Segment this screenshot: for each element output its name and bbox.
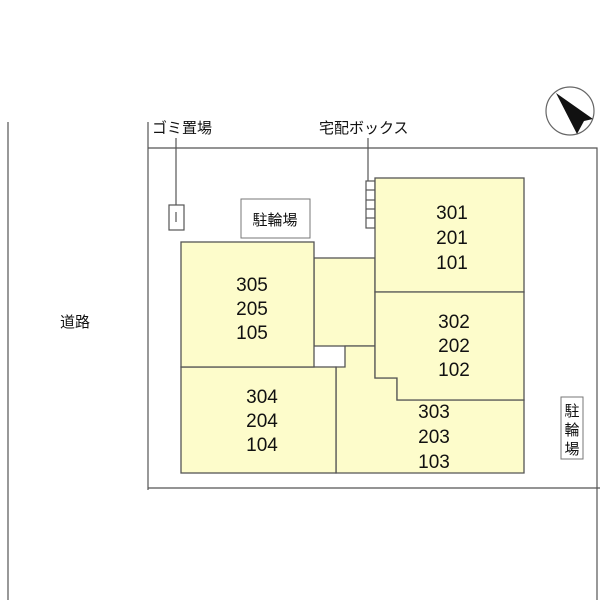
bicycle-parking-top-label: 駐輪場 <box>252 211 297 229</box>
unit-number: 305 <box>236 275 268 296</box>
unit-number: 304 <box>246 387 278 408</box>
north-arrow-icon <box>556 93 593 134</box>
unit-304 <box>180 366 337 474</box>
unit-number: 202 <box>438 336 470 357</box>
unit-number: 101 <box>436 253 468 274</box>
unit-number: 302 <box>438 312 470 333</box>
bicycle-parking-right-char: 場 <box>564 440 579 458</box>
bicycle-parking-right <box>560 396 584 460</box>
garbage-label: ゴミ置場 <box>152 119 212 137</box>
unit-number: 301 <box>436 203 468 224</box>
unit-number: 201 <box>436 228 468 249</box>
compass <box>545 86 595 136</box>
unit-number: 105 <box>236 323 268 344</box>
unit-301 <box>374 177 525 293</box>
unit-number: 205 <box>236 299 268 320</box>
delivery-box <box>365 180 376 229</box>
unit-number: 103 <box>418 452 450 473</box>
bicycle-parking-top <box>240 198 311 239</box>
common-corridor <box>313 257 376 347</box>
unit-number: 203 <box>418 427 450 448</box>
unit-number: 102 <box>438 360 470 381</box>
bicycle-parking-right-char: 駐 <box>564 402 579 420</box>
unit-305 <box>180 241 315 368</box>
lot-boundary <box>148 147 598 600</box>
unit-number: 104 <box>246 435 278 456</box>
road-label: 道路 <box>60 313 90 331</box>
unit-302 <box>374 291 525 401</box>
bicycle-parking-right-char: 輪 <box>564 421 579 439</box>
unit-number: 303 <box>418 402 450 423</box>
garbage-area <box>168 204 185 231</box>
unit-number: 204 <box>246 411 278 432</box>
delivery-box-label: 宅配ボックス <box>319 119 409 137</box>
